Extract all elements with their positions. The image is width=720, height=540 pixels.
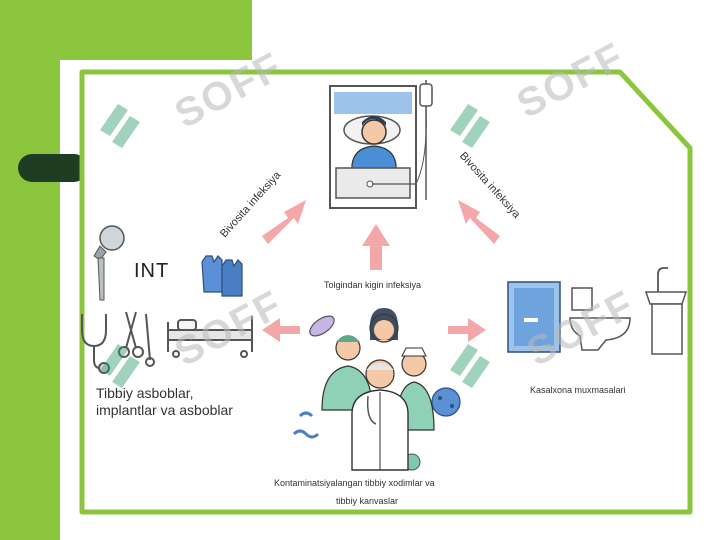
hospital-environment-illustration [507,267,688,355]
surgical-instruments-illustration [118,311,155,367]
arrow-left [262,318,300,342]
medical-staff-illustration [321,308,435,471]
label-medical-tools-line2: implantlar va asboblar [96,402,233,418]
label-staff-line1: Kontaminatsiyalangan tibbiy xodimlar va [274,478,435,488]
label-medical-tools: Tibbiy asboblar, implantlar va asboblar [96,385,276,419]
diagram-frame [79,69,693,515]
arrow-right [448,318,486,342]
stethoscope-illustration [81,314,110,374]
label-medical-tools-line1: Tibbiy asboblar, [96,385,194,401]
watermark-logos [100,104,490,388]
label-environment: Kasalxona muxmasalari [530,385,626,395]
arrow-up-right [458,200,500,244]
patient-in-bed-illustration [329,80,433,209]
label-staff-line2: tibbiy kanvaslar [336,496,399,506]
arrow-up-left [262,200,306,244]
dark-green-pill [18,154,88,182]
gloves-illustration [201,255,243,297]
transmission-arrows [262,200,500,342]
hospital-bed-illustration [167,316,253,358]
label-int: INT [134,260,170,282]
hip-implant-illustration [93,225,125,301]
arrow-up-center [362,224,390,270]
label-center-infection: Tolgindan kigin infeksiya [324,280,422,290]
